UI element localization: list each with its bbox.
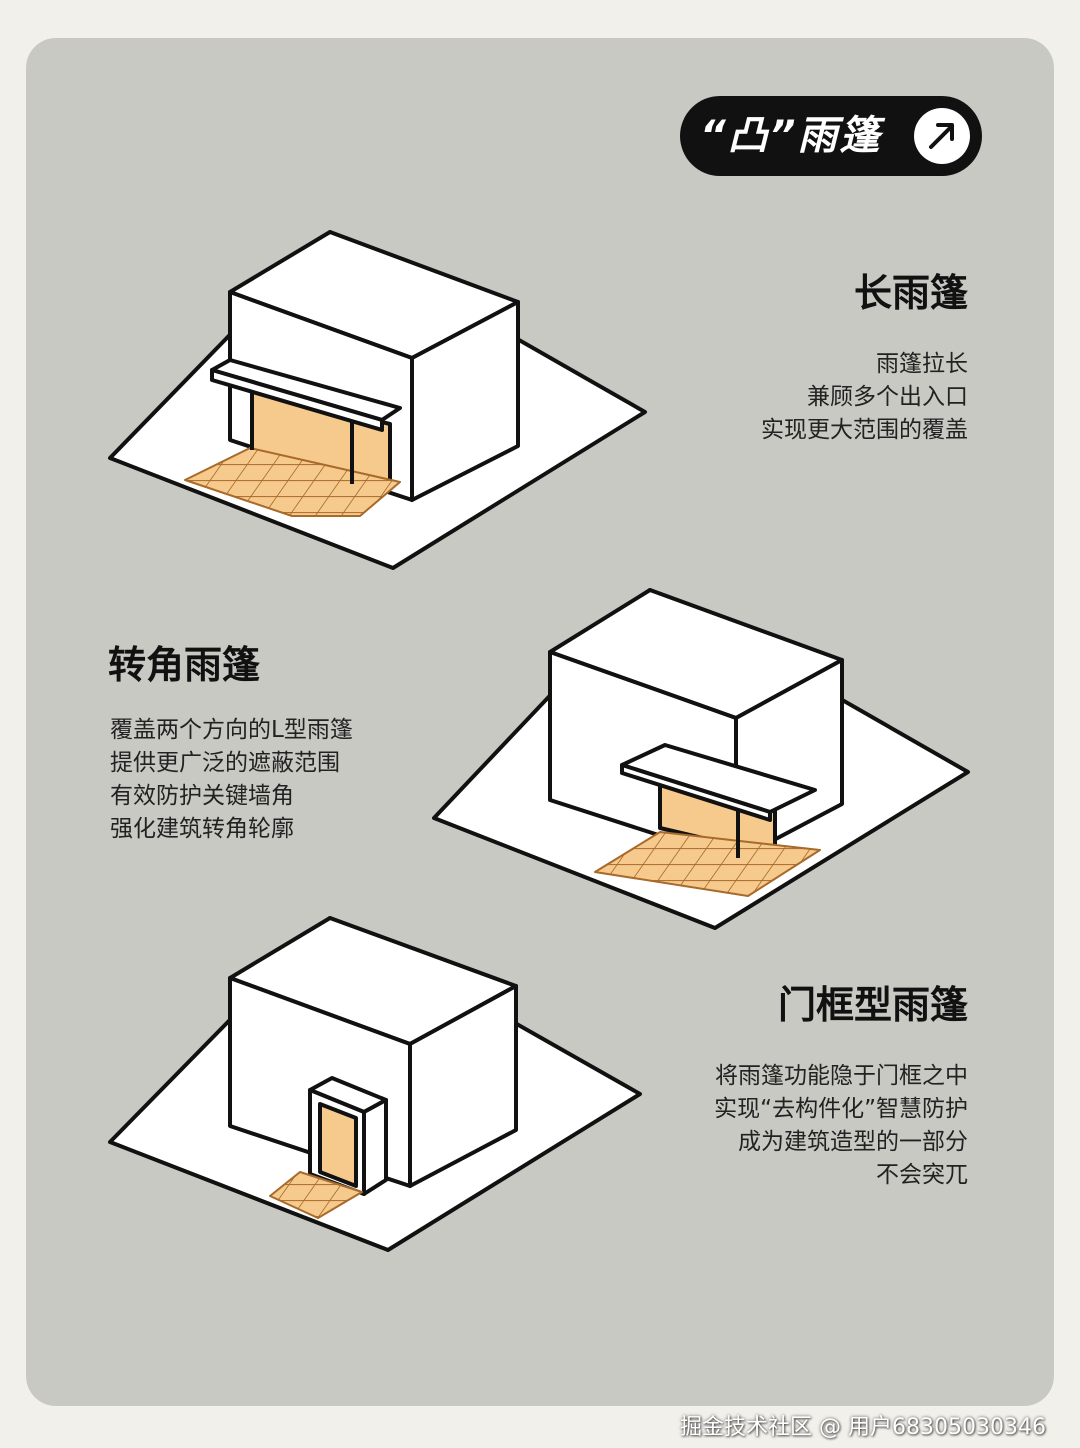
desc-line: 提供更广泛的遮蔽范围 — [110, 750, 340, 776]
corner-canopy-building — [432, 588, 970, 930]
doorframe-canopy-building — [108, 916, 642, 1252]
desc-line: 实现更大范围的覆盖 — [761, 417, 968, 443]
section-heading-doorframe-canopy: 门框型雨篷 — [777, 983, 968, 1027]
desc-line: 实现“去构件化”智慧防护 — [714, 1096, 968, 1122]
section-desc-corner-canopy: 覆盖两个方向的L型雨篷 提供更广泛的遮蔽范围 有效防护关键墙角 强化建筑转角轮廓 — [110, 714, 353, 846]
watermark: 掘金技术社区 @ 用户68305030346 — [680, 1415, 1046, 1440]
desc-line: 有效防护关键墙角 — [110, 783, 294, 809]
desc-line: 强化建筑转角轮廓 — [110, 816, 294, 842]
section-desc-long-canopy: 雨篷拉长 兼顾多个出入口 实现更大范围的覆盖 — [761, 348, 968, 447]
desc-line: 成为建筑造型的一部分 — [738, 1129, 968, 1155]
desc-line: 不会突兀 — [876, 1162, 968, 1188]
desc-line: 兼顾多个出入口 — [807, 384, 968, 410]
desc-line: 将雨篷功能隐于门框之中 — [715, 1063, 968, 1089]
page-title: “凸”雨篷 — [700, 113, 882, 159]
desc-line: 雨篷拉长 — [876, 351, 968, 377]
long-canopy-building — [108, 230, 647, 570]
desc-line: 覆盖两个方向的L型雨篷 — [110, 717, 353, 743]
arrow-up-right-icon — [914, 108, 970, 164]
section-desc-doorframe-canopy: 将雨篷功能隐于门框之中 实现“去构件化”智慧防护 成为建筑造型的一部分 不会突兀 — [714, 1060, 968, 1192]
section-heading-corner-canopy: 转角雨篷 — [108, 643, 261, 687]
section-heading-long-canopy: 长雨篷 — [853, 271, 968, 315]
